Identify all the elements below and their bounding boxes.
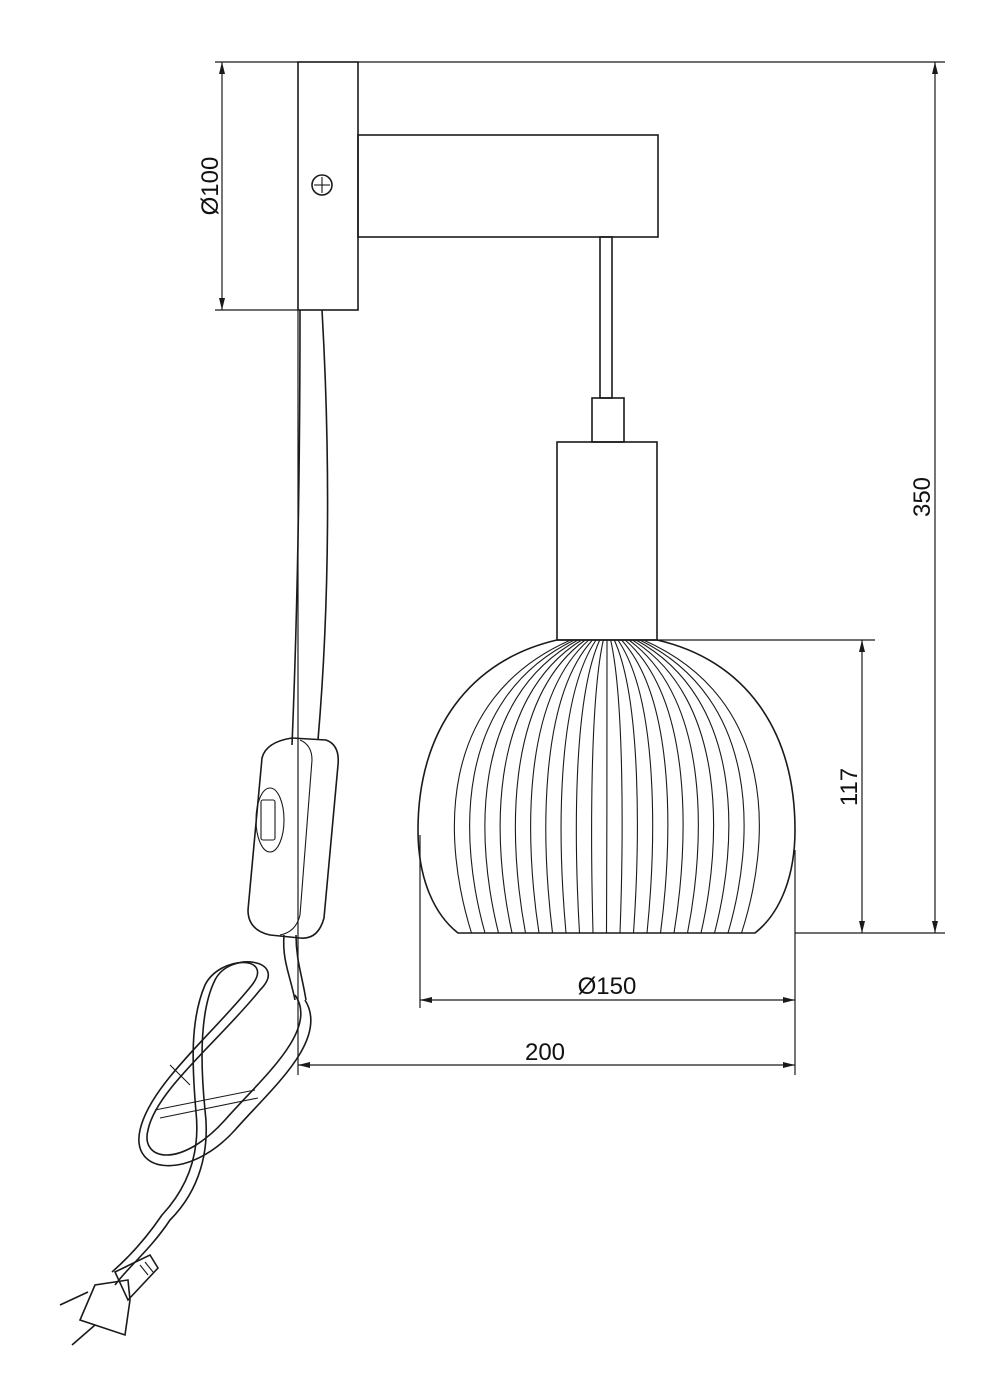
dimension-total-height: 350 [358, 61, 945, 934]
shade-rib [499, 639, 582, 934]
euro-plug-icon [59, 1253, 160, 1346]
shade-rib [530, 639, 590, 934]
dimension-plate-diameter: Ø100 [197, 61, 298, 311]
label-projection: 200 [525, 1039, 565, 1066]
shade-rib [560, 639, 597, 934]
shade-rib [621, 639, 669, 934]
shade-rib [545, 639, 593, 934]
wall-plate [297, 61, 359, 311]
shade-rib [453, 639, 571, 934]
shade-rib [635, 639, 730, 934]
shade-rib [575, 639, 601, 934]
shade-rib [610, 639, 623, 934]
shade-rib [639, 639, 745, 934]
label-shade-height: 117 [836, 768, 863, 806]
shade-rib [617, 639, 654, 934]
bracket-arm [357, 134, 659, 238]
dimension-shade-height: 117 [657, 639, 875, 933]
dimension-projection: 200 [297, 310, 795, 1075]
shade-rib [469, 639, 575, 934]
label-shade-diameter: Ø150 [578, 973, 637, 1000]
suspension-rod [599, 236, 613, 399]
label-plate-diameter: Ø100 [197, 157, 224, 216]
ribbed-shade [417, 639, 796, 934]
screw-icon [311, 174, 333, 196]
shade-rib [514, 639, 586, 934]
pendant-holder [556, 236, 658, 641]
shade-rib [484, 639, 579, 934]
lamp-socket [556, 441, 658, 641]
shade-rib [632, 639, 715, 934]
inline-switch [247, 737, 340, 939]
rod-cap [591, 397, 625, 443]
dimension-shade-diameter: Ø150 [419, 835, 796, 1075]
shade-rib [613, 639, 638, 934]
label-total-height: 350 [909, 477, 936, 517]
shade-rib [643, 639, 760, 934]
shade-rib [591, 639, 604, 934]
shade-outline [417, 639, 796, 934]
shade-rib [605, 639, 608, 934]
wall-bracket [297, 61, 659, 311]
shade-rib [624, 639, 684, 934]
shade-rib [628, 639, 699, 934]
power-cord [59, 309, 340, 1346]
